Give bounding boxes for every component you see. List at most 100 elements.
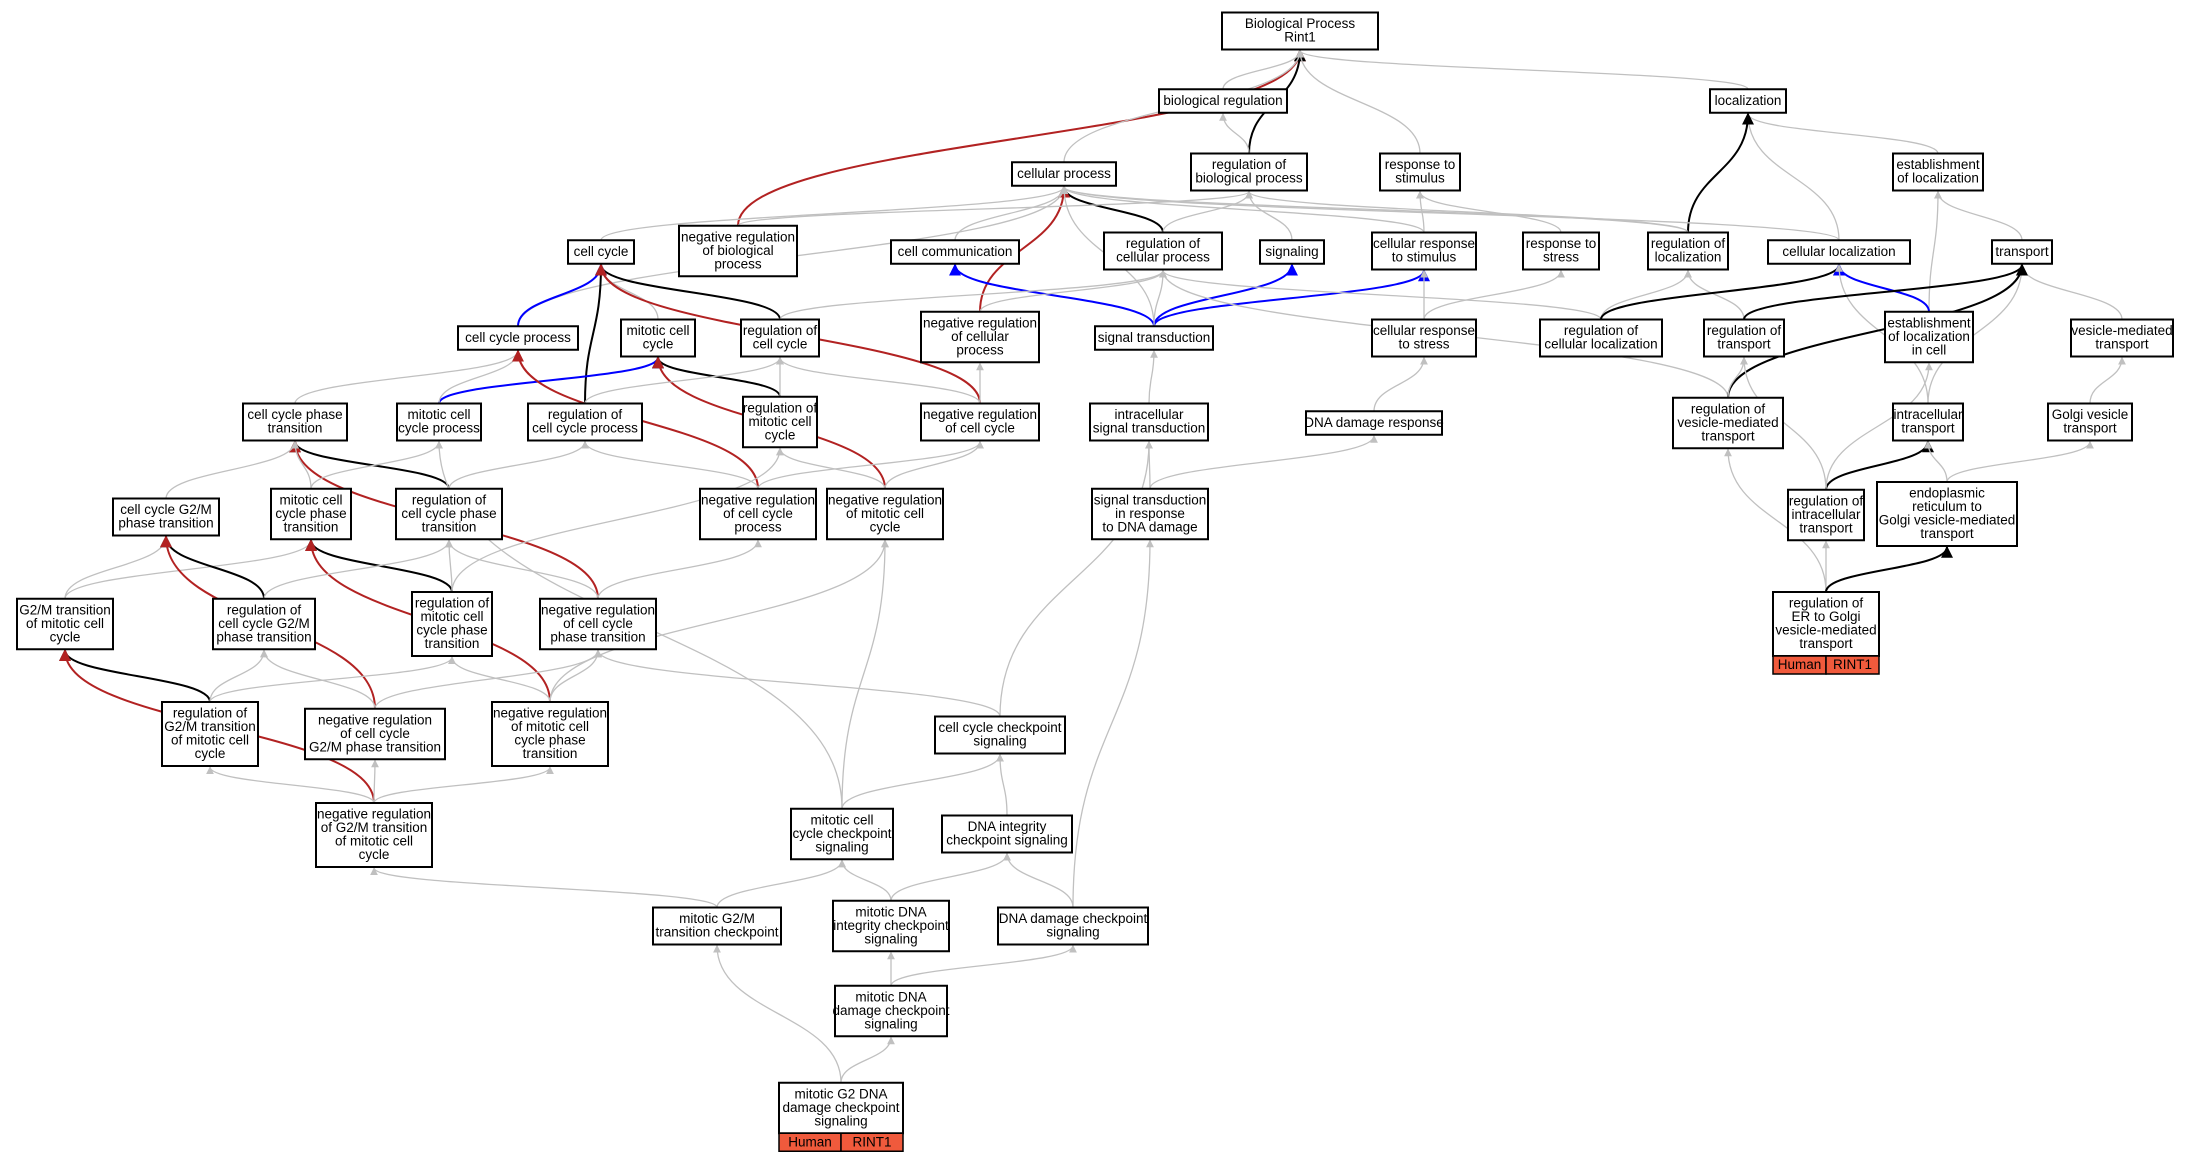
term-label-line: response to xyxy=(1385,157,1456,172)
term-label-line: G2/M phase transition xyxy=(309,739,441,754)
term-label-line: regulation of xyxy=(1691,401,1766,416)
edge-is-a xyxy=(999,440,1153,717)
term-node[interactable]: cellular localization xyxy=(1767,239,1911,265)
annotation-gene-cell xyxy=(1825,655,1880,675)
term-label-line: cell cycle checkpoint xyxy=(938,720,1061,735)
edge-part-of xyxy=(1743,263,2028,320)
term-label-line: DNA damage checkpoint xyxy=(999,911,1148,926)
term-node[interactable]: cell communication xyxy=(890,239,1020,265)
term-label-line: cycle phase xyxy=(275,506,346,521)
term-box xyxy=(396,402,482,442)
term-box xyxy=(1011,161,1117,187)
term-node[interactable]: biological regulation xyxy=(1158,88,1288,114)
edge-part-of xyxy=(1825,545,1953,593)
term-box xyxy=(1672,396,1784,450)
term-node[interactable]: signaling xyxy=(1259,239,1325,265)
term-node[interactable]: DNA damage response xyxy=(1304,410,1444,436)
term-label-line: localization xyxy=(1715,93,1782,108)
term-box xyxy=(1522,231,1600,271)
term-node[interactable]: cell cycle process xyxy=(457,325,579,351)
term-label-line: of cell cycle xyxy=(723,506,793,521)
edge-is-a xyxy=(1744,112,1939,154)
term-node[interactable]: cellular process xyxy=(1011,161,1117,187)
term-label-line: of localization xyxy=(1897,171,1979,186)
annotation-gene-label: RINT1 xyxy=(1833,657,1872,672)
edge-is-a xyxy=(600,185,1068,241)
term-label-line: cycle xyxy=(195,746,226,761)
term-label-line: mitotic G2/M xyxy=(679,911,755,926)
term-node[interactable]: transport xyxy=(1991,239,2053,265)
term-label-line: signaling xyxy=(815,839,868,854)
term-label-line: regulation of xyxy=(1651,236,1726,251)
edge-is-a xyxy=(1060,185,1689,234)
term-box xyxy=(1190,152,1308,192)
term-label-line: in cell xyxy=(1912,342,1947,357)
edge-is-a xyxy=(841,753,1004,809)
term-label-line: G2/M transition xyxy=(164,719,256,734)
term-label-line: mitotic cell xyxy=(279,492,342,507)
edge-is-a xyxy=(1148,349,1158,404)
edge-is-a xyxy=(374,649,602,709)
term-label-line: transition xyxy=(523,746,578,761)
term-node[interactable]: signal transduction xyxy=(1094,325,1214,351)
term-node[interactable]: localization xyxy=(1709,88,1787,114)
term-label-line: regulation of xyxy=(173,706,248,721)
term-label-line: of localization xyxy=(1888,329,1970,344)
term-label-line: DNA damage response xyxy=(1304,415,1444,430)
term-node[interactable]: cell cycle xyxy=(567,239,635,265)
term-box xyxy=(270,487,352,541)
